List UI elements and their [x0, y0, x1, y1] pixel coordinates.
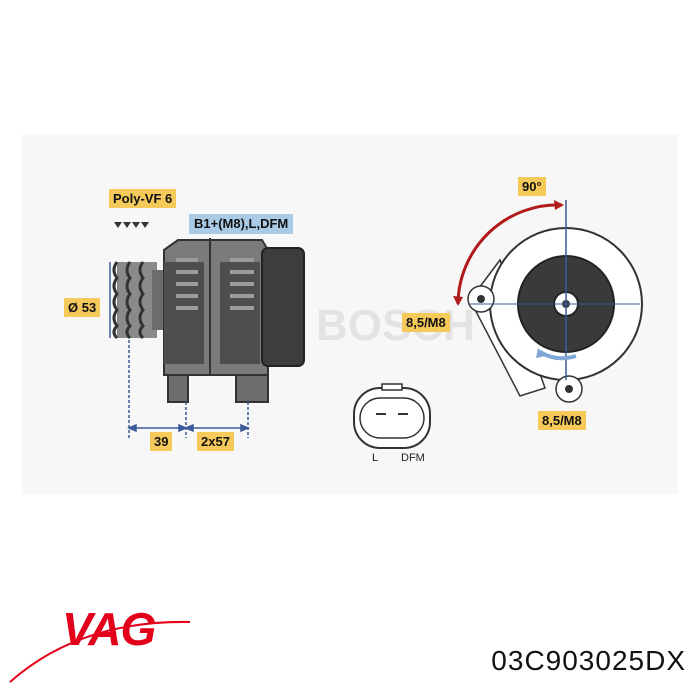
diameter-label: Ø 53	[64, 298, 101, 317]
belt-label: Poly-VF 6	[109, 189, 177, 208]
alternator-front-view	[467, 200, 643, 403]
watermark-text: BOSCH	[316, 301, 475, 350]
belt-profile-icon	[114, 222, 149, 228]
dim-offset-label: 39	[150, 432, 173, 451]
rear-cover	[261, 247, 305, 367]
connector-plug	[353, 383, 431, 449]
pulley	[112, 261, 164, 340]
pin-dfm-label: DFM	[401, 452, 425, 464]
dimension-lines	[109, 262, 250, 438]
terminals-label: B1+(M8),L,DFM	[189, 214, 294, 234]
rotation-arc	[453, 200, 564, 306]
pin-l-label: L	[372, 452, 379, 464]
part-number: 03C903025DX	[491, 645, 686, 676]
vag-logo-swoosh	[9, 620, 191, 683]
mounting-foot-front	[167, 374, 189, 403]
mount-bottom-label: 8,5/M8	[538, 411, 586, 430]
alternator-side-view	[112, 238, 305, 403]
mounting-foot-rear	[235, 374, 269, 403]
angle-label: 90°	[518, 177, 546, 196]
vag-logo: VAG	[62, 603, 156, 655]
mount-top-label: 8,5/M8	[402, 313, 450, 332]
dim-mounts-label: 2x57	[197, 432, 234, 451]
